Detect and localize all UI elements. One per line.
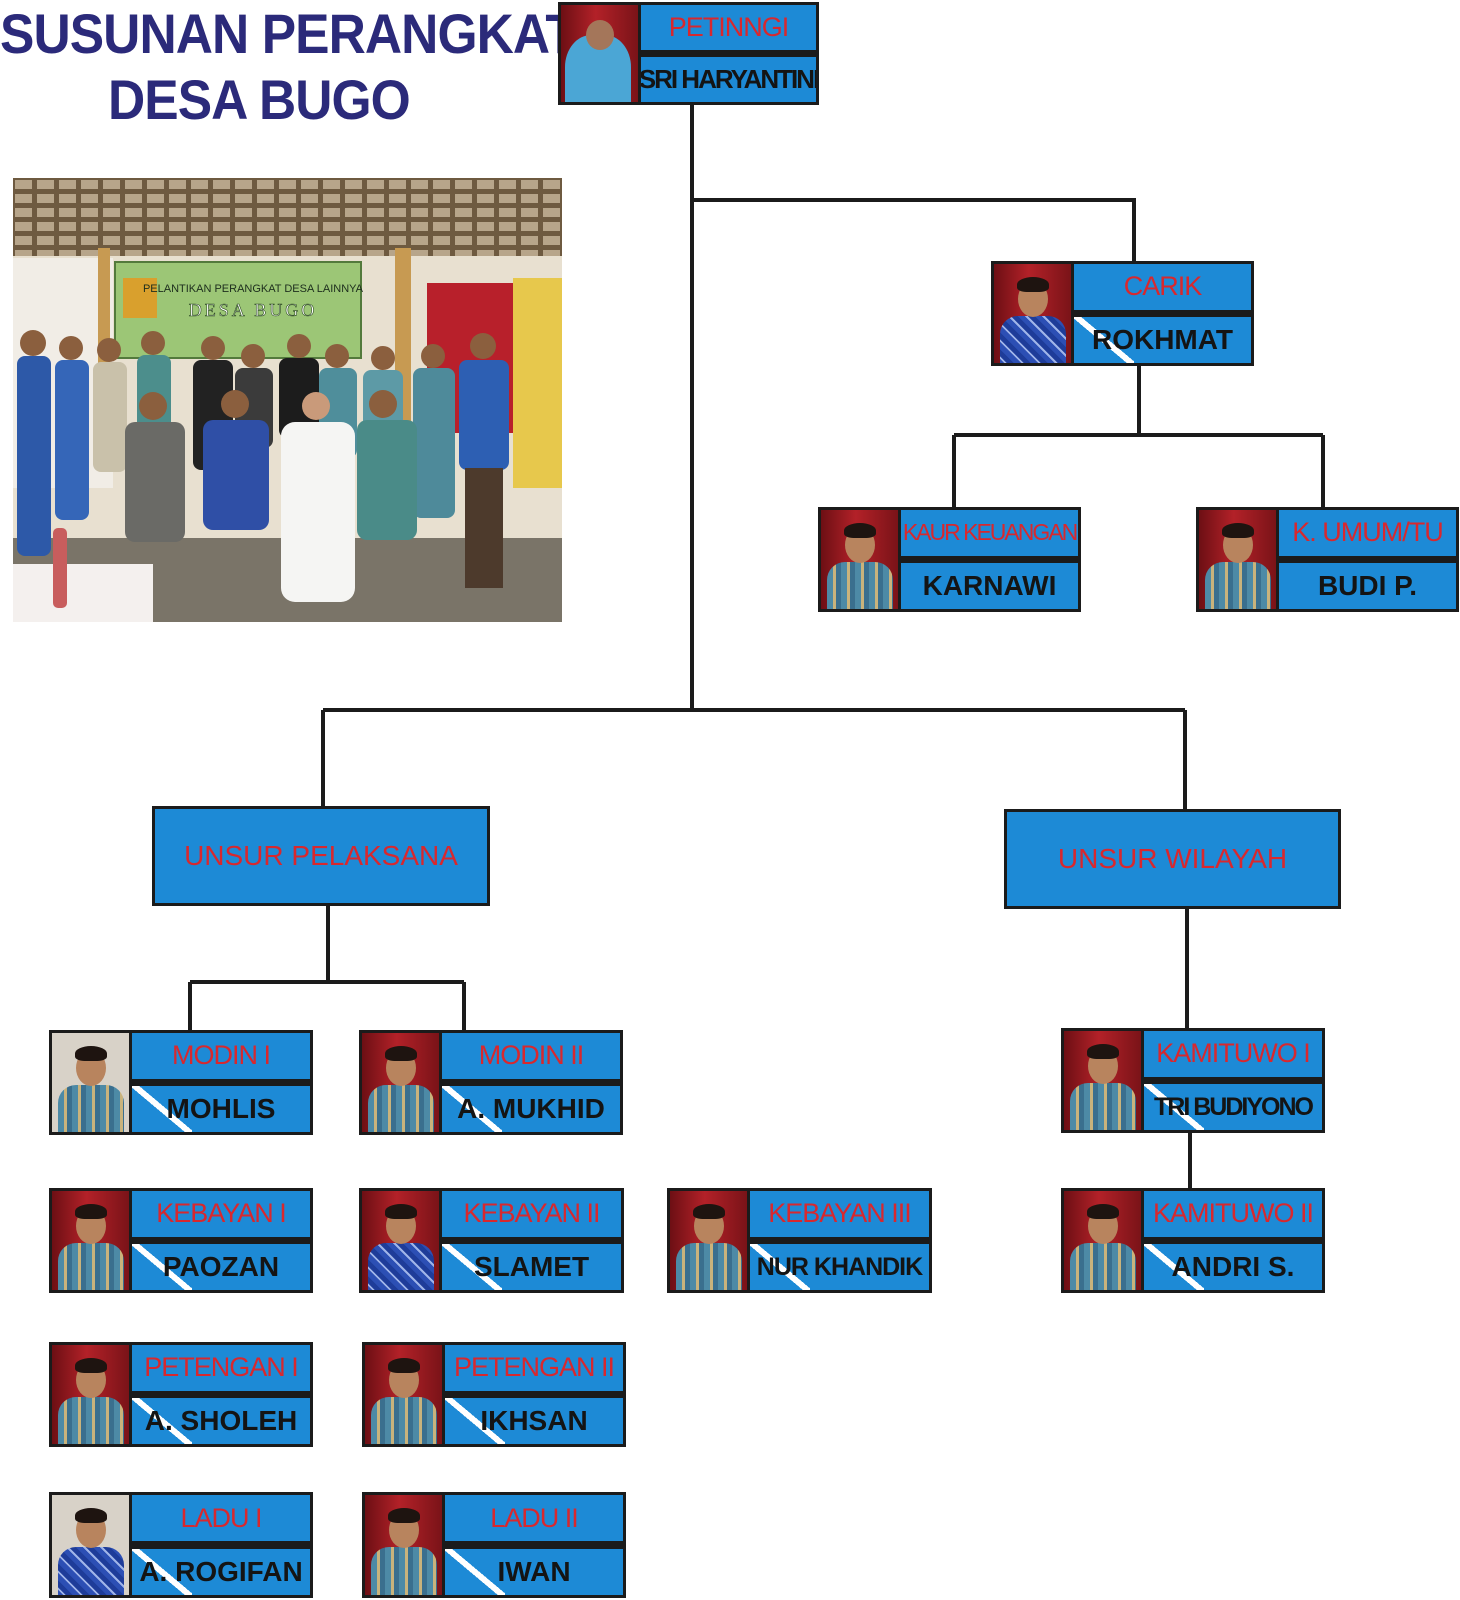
name-label: BUDI P. bbox=[1279, 563, 1456, 609]
name-label: TRI BUDIYONO bbox=[1144, 1084, 1322, 1130]
photo-kamituwo-1 bbox=[1064, 1031, 1141, 1130]
photo-kaur-keuangan bbox=[821, 510, 898, 609]
name-label: IKHSAN bbox=[445, 1398, 623, 1444]
name-label: ANDRI S. bbox=[1144, 1244, 1322, 1290]
role-label: PETENGAN I bbox=[132, 1345, 310, 1391]
role-label: KEBAYAN II bbox=[442, 1191, 621, 1237]
name-label: ROKHMAT bbox=[1074, 317, 1251, 363]
card-petengan-2: PETENGAN II IKHSAN bbox=[362, 1342, 626, 1447]
name-label: IWAN bbox=[445, 1549, 623, 1595]
card-carik: CARIK ROKHMAT bbox=[991, 261, 1254, 366]
photo-ladu-2 bbox=[365, 1495, 442, 1595]
name-label: NUR KHANDIK bbox=[750, 1244, 929, 1290]
role-label: KAMITUWO I bbox=[1144, 1031, 1322, 1077]
card-modin-1: MODIN I MOHLIS bbox=[49, 1030, 313, 1135]
line-to-carik bbox=[692, 198, 1136, 262]
photo-ladu-1 bbox=[52, 1495, 129, 1595]
name-label: KARNAWI bbox=[901, 563, 1078, 609]
unsur-wilayah-box: UNSUR WILAYAH bbox=[1004, 809, 1341, 909]
card-kaur-keuangan: KAUR KEUANGAN KARNAWI bbox=[818, 507, 1081, 612]
photo-modin-2 bbox=[362, 1033, 439, 1132]
photo-petinggi bbox=[561, 5, 638, 102]
role-label: K. UMUM/TU bbox=[1279, 510, 1456, 556]
photo-kamituwo-2 bbox=[1064, 1191, 1141, 1290]
role-label: CARIK bbox=[1074, 264, 1251, 310]
card-ladu-1: LADU I A. ROGIFAN bbox=[49, 1492, 313, 1598]
name-label: SRI HARYANTINI bbox=[641, 57, 816, 102]
card-kamituwo-2: KAMITUWO II ANDRI S. bbox=[1061, 1188, 1325, 1293]
card-modin-2: MODIN II A. MUKHID bbox=[359, 1030, 623, 1135]
role-label: MODIN II bbox=[442, 1033, 620, 1079]
wall-right bbox=[513, 278, 562, 488]
name-label: MOHLIS bbox=[132, 1086, 310, 1132]
name-label: A. SHOLEH bbox=[132, 1398, 310, 1444]
banner-logo bbox=[123, 278, 157, 318]
role-label: LADU II bbox=[445, 1495, 623, 1541]
card-petengan-1: PETENGAN I A. SHOLEH bbox=[49, 1342, 313, 1447]
card-kebayan-1: KEBAYAN I PAOZAN bbox=[49, 1188, 313, 1293]
bottle bbox=[53, 528, 67, 608]
card-k-umum: K. UMUM/TU BUDI P. bbox=[1196, 507, 1459, 612]
photo-k-umum bbox=[1199, 510, 1276, 609]
role-label: KEBAYAN III bbox=[750, 1191, 929, 1237]
role-label: KAUR KEUANGAN bbox=[901, 510, 1078, 556]
role-label: PETINNGI bbox=[641, 5, 816, 50]
name-label: PAOZAN bbox=[132, 1244, 310, 1290]
roof bbox=[13, 178, 562, 256]
name-label: A. ROGIFAN bbox=[132, 1549, 310, 1595]
banner-line-2: DESA BUGO bbox=[189, 300, 318, 320]
photo-modin-1 bbox=[52, 1033, 129, 1132]
role-label: KEBAYAN I bbox=[132, 1191, 310, 1237]
title-line-2: DESA BUGO bbox=[108, 68, 411, 131]
card-petinggi: PETINNGI SRI HARYANTINI bbox=[558, 2, 819, 105]
photo-kebayan-1 bbox=[52, 1191, 129, 1290]
name-label: SLAMET bbox=[442, 1244, 621, 1290]
photo-petengan-1 bbox=[52, 1345, 129, 1444]
card-kebayan-3: KEBAYAN III NUR KHANDIK bbox=[667, 1188, 932, 1293]
card-ladu-2: LADU II IWAN bbox=[362, 1492, 626, 1598]
photo-carik bbox=[994, 264, 1071, 363]
photo-kebayan-2 bbox=[362, 1191, 439, 1290]
card-kebayan-2: KEBAYAN II SLAMET bbox=[359, 1188, 624, 1293]
name-label: A. MUKHID bbox=[442, 1086, 620, 1132]
role-label: PETENGAN II bbox=[445, 1345, 623, 1391]
group-photo: PELANTIKAN PERANGKAT DESA LAINNYA DESA B… bbox=[13, 178, 562, 622]
table bbox=[13, 564, 153, 622]
role-label: KAMITUWO II bbox=[1144, 1191, 1322, 1237]
title-line-1: SUSUNAN PERANGKAT bbox=[0, 2, 577, 65]
photo-kebayan-3 bbox=[670, 1191, 747, 1290]
seated-people bbox=[125, 390, 417, 602]
photo-petengan-2 bbox=[365, 1345, 442, 1444]
role-label: MODIN I bbox=[132, 1033, 310, 1079]
role-label: LADU I bbox=[132, 1495, 310, 1541]
banner-line-1: PELANTIKAN PERANGKAT DESA LAINNYA bbox=[143, 283, 364, 295]
unsur-pelaksana-box: UNSUR PELAKSANA bbox=[152, 806, 490, 906]
card-kamituwo-1: KAMITUWO I TRI BUDIYONO bbox=[1061, 1028, 1325, 1133]
